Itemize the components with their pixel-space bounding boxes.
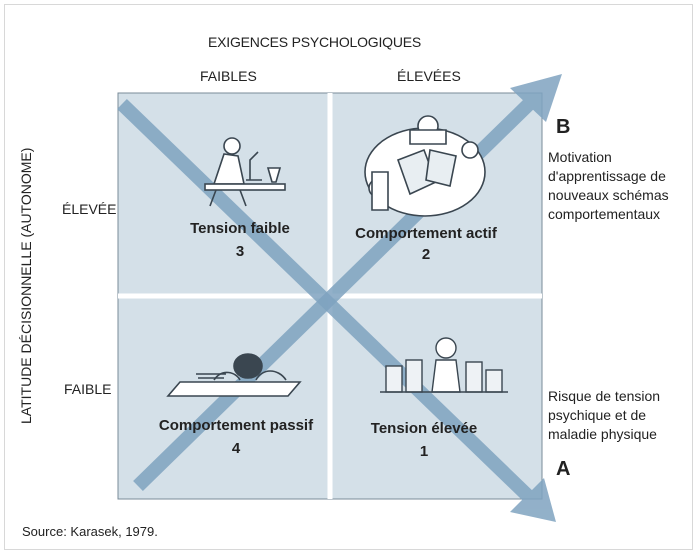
diagonal-B-letter: B bbox=[556, 116, 571, 138]
x-label-low: FAIBLES bbox=[200, 68, 257, 84]
diagonal-B-text: Motivation d'apprentissage de nouveaux s… bbox=[548, 149, 669, 222]
y-label-low: FAIBLE bbox=[64, 381, 112, 397]
x-axis-title: EXIGENCES PSYCHOLOGIQUES bbox=[208, 34, 422, 50]
quadrant-low-strain-number: 3 bbox=[235, 243, 245, 260]
quadrant-high-strain-title: Tension élevée bbox=[370, 420, 478, 437]
quadrant-low-strain-title: Tension faible bbox=[190, 220, 290, 237]
stressed-worker-papers-icon bbox=[380, 337, 508, 393]
scientist-microscope-icon bbox=[204, 137, 286, 207]
quadrant-high-strain-number: 1 bbox=[419, 443, 429, 460]
y-label-high: ÉLEVÉE bbox=[62, 201, 117, 217]
quadrant-passive-title: Comportement passif bbox=[158, 417, 314, 434]
quadrant-active-title: Comportement actif bbox=[355, 225, 497, 242]
quadrant-active-number: 2 bbox=[421, 246, 431, 263]
quadrant-passive-number: 4 bbox=[231, 440, 241, 457]
meeting-table-icon bbox=[364, 115, 486, 217]
x-label-high: ÉLEVÉES bbox=[397, 68, 461, 84]
diagonal-arrow-A bbox=[117, 98, 556, 522]
head-down-desk-icon bbox=[166, 353, 302, 397]
y-axis-title: LATITUDE DÉCISIONNELLE (AUTONOME) bbox=[18, 147, 34, 424]
diagonal-A-text: Risque de tension psychique et de maladi… bbox=[548, 388, 661, 442]
figure-frame bbox=[4, 4, 693, 550]
diagonal-A-letter: A bbox=[556, 458, 571, 480]
source-caption: Source: Karasek, 1979. bbox=[22, 524, 158, 539]
